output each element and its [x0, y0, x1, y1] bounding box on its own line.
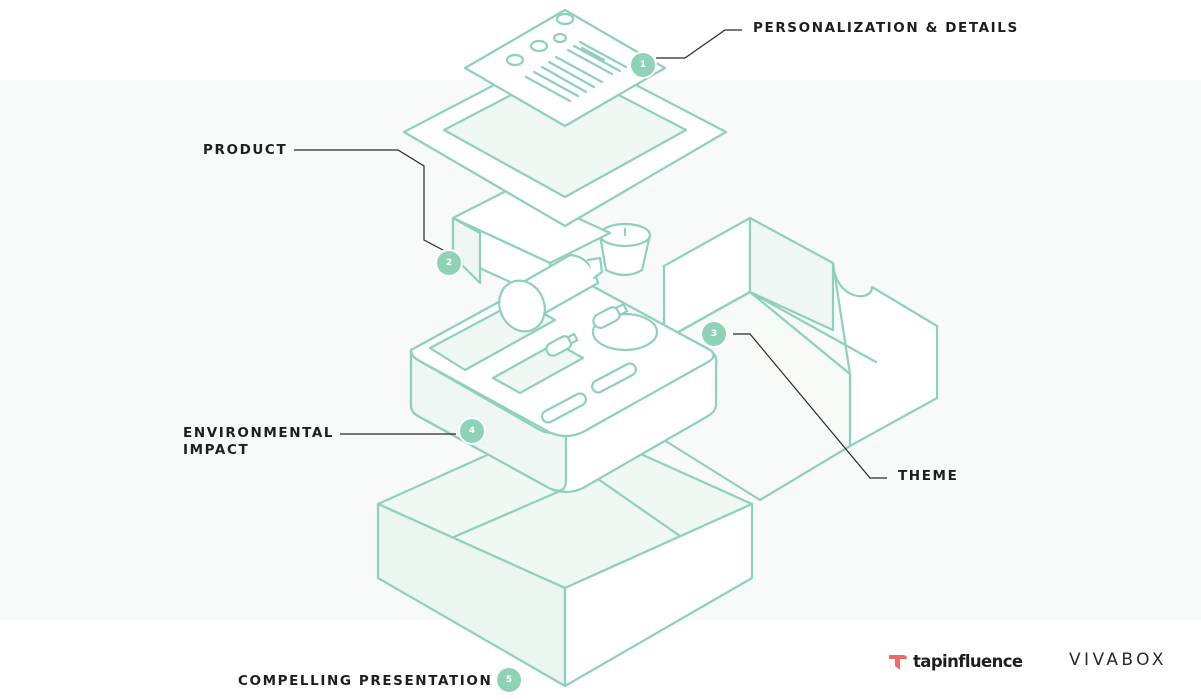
leader-personalization: [656, 29, 742, 59]
tapinfluence-wordmark: tapinfluence: [913, 651, 1023, 671]
label-theme: THEME: [898, 468, 959, 484]
tapinfluence-logo: tapinfluence: [887, 648, 1023, 674]
label-environmental-line1: ENVIRONMENTAL: [183, 425, 335, 441]
label-personalization: PERSONALIZATION & DETAILS: [753, 20, 1019, 36]
personalization-card: [463, 8, 667, 128]
outer-box: [376, 418, 754, 688]
badge-5: 5: [497, 668, 521, 692]
tapinfluence-mark-icon: [889, 655, 907, 670]
vivabox-logo: VIVABOX: [1069, 650, 1167, 670]
candle: [598, 222, 652, 277]
leader-product: [294, 149, 444, 251]
badge-4: 4: [460, 419, 484, 443]
badge-1: 1: [631, 53, 655, 77]
label-environmental-line2: IMPACT: [183, 442, 250, 458]
badge-3: 3: [702, 322, 726, 346]
insert-tray: [409, 253, 718, 494]
badge-2: 2: [437, 251, 461, 275]
label-compelling: COMPELLING PRESENTATION: [238, 673, 493, 689]
leader-theme: [733, 333, 887, 479]
label-product: PRODUCT: [203, 142, 288, 158]
